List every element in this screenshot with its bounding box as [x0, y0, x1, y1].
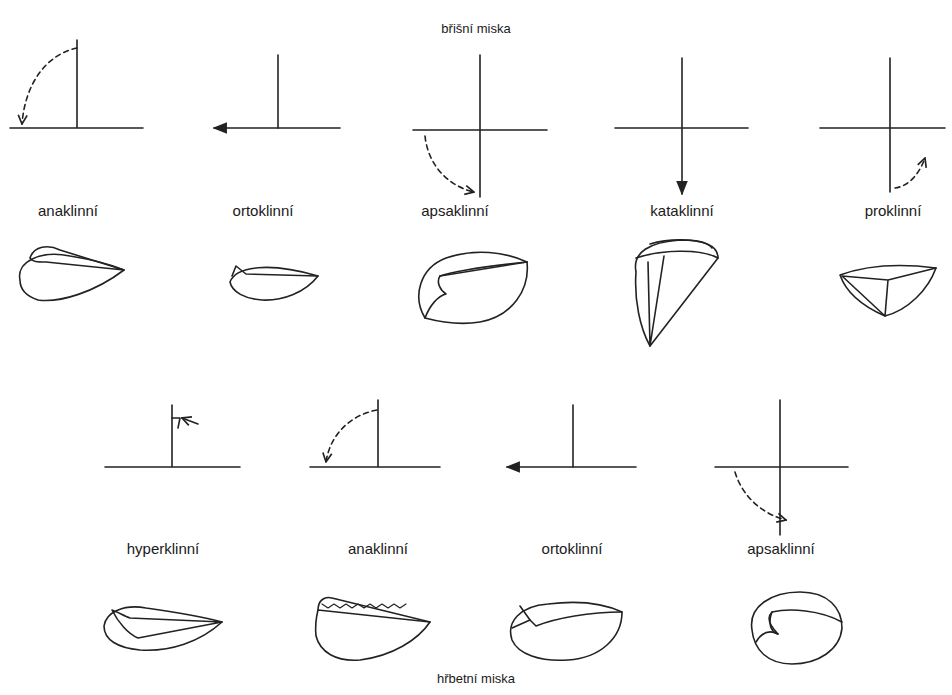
type-label: apsaklinní [747, 541, 815, 558]
section-heading: hřbetní miska [437, 672, 515, 686]
axis-diagram [507, 405, 636, 467]
shell-drawing [104, 607, 222, 650]
axis-diagram [105, 405, 240, 467]
shell-drawing [511, 602, 622, 660]
type-label: hyperklinní [127, 541, 200, 558]
axis-diagram [10, 40, 143, 128]
axis-diagram [310, 400, 440, 467]
shell-drawing [316, 598, 430, 661]
shell-drawing [230, 266, 318, 300]
type-label: ortoklinní [542, 541, 603, 558]
type-label: kataklinní [650, 203, 713, 220]
type-label: anaklinní [38, 203, 98, 220]
axis-diagram [214, 55, 340, 128]
axis-diagram [615, 58, 748, 194]
shell-drawing [840, 266, 936, 316]
type-label: anaklinní [348, 541, 408, 558]
type-label: apsaklinní [421, 203, 489, 220]
type-label: ortoklinní [233, 203, 294, 220]
shell-drawing [419, 252, 527, 323]
type-label: proklinní [865, 203, 922, 220]
shell-drawing [635, 240, 718, 346]
axis-diagram [715, 400, 848, 535]
section-heading: břišní miska [441, 22, 510, 36]
shell-drawing [752, 592, 842, 664]
shell-drawing [20, 247, 124, 301]
axis-diagram [820, 58, 945, 192]
axis-diagram [413, 55, 547, 197]
